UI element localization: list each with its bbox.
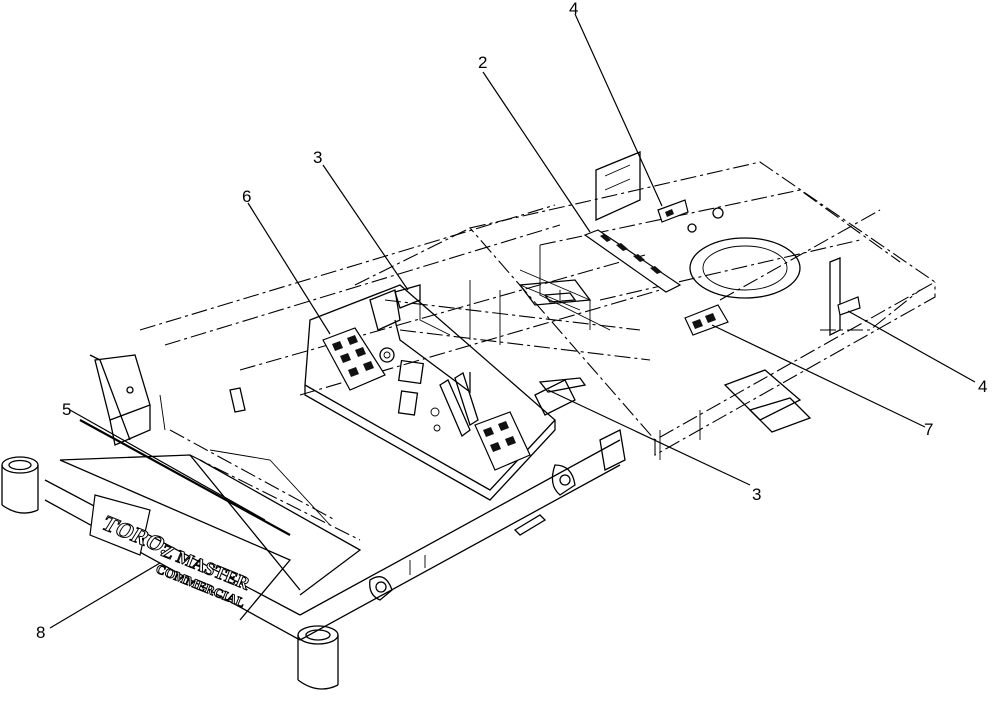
decal-8-bumper-logos: TORO. Z MASTER COMMERCIAL (89, 494, 254, 611)
decal-4-right-top (657, 199, 689, 223)
decal-7 (684, 304, 729, 336)
front-frame (1, 354, 626, 690)
callout-8: 8 (36, 623, 45, 642)
rear-frame (468, 151, 937, 460)
callouts: 2 3 3 4 4 5 6 7 8 (36, 0, 987, 642)
decal-2-strip (583, 229, 682, 293)
callout-3-bottom: 3 (752, 485, 761, 504)
callout-7: 7 (924, 420, 933, 439)
callout-4-top: 4 (569, 0, 578, 18)
callout-6: 6 (242, 187, 251, 206)
leader-lines (49, 13, 976, 629)
decal-5-strip (79, 419, 291, 536)
callout-5: 5 (62, 400, 71, 419)
control-panel (304, 284, 587, 501)
decal-4-right-side (837, 296, 861, 316)
decal-6-panel-left (322, 327, 386, 391)
decal-panel-right (474, 411, 531, 471)
center-frame (139, 204, 661, 396)
callout-4-right: 4 (978, 377, 987, 396)
callout-3-top: 3 (313, 148, 322, 167)
callout-2: 2 (478, 53, 487, 72)
